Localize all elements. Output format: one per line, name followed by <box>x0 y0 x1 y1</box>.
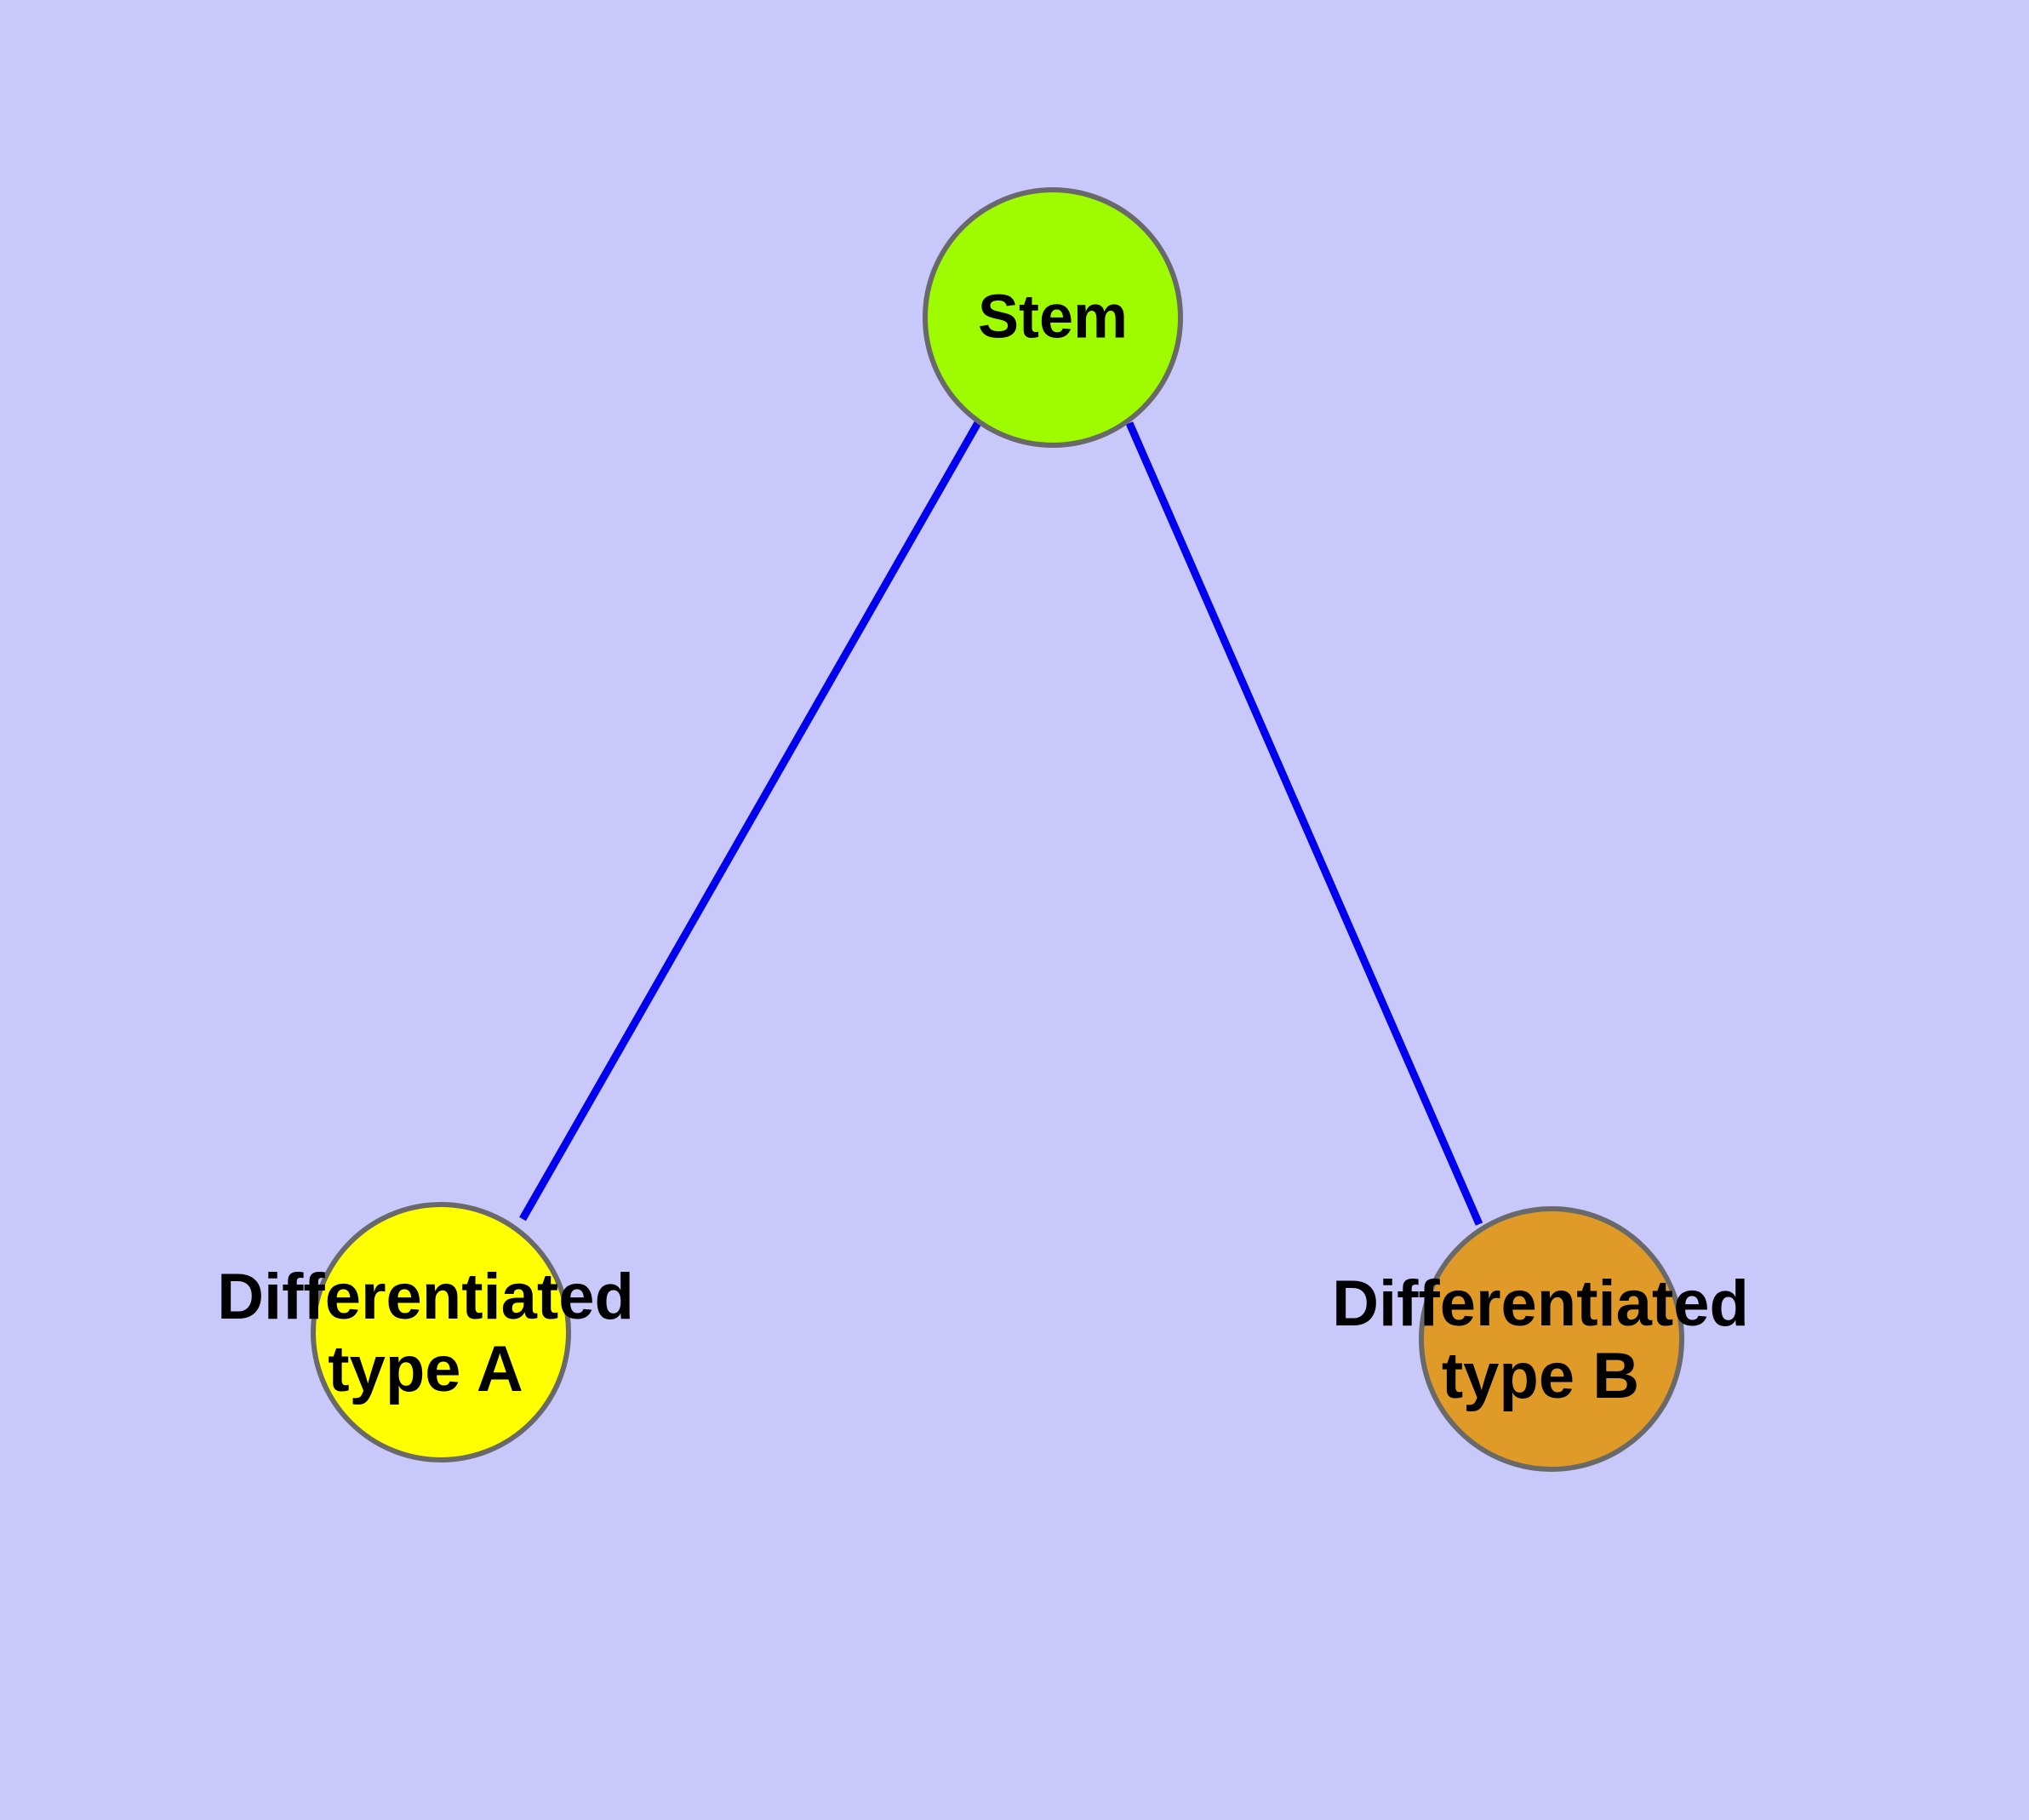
edge-stem-to-type-b[interactable] <box>1125 421 1483 1226</box>
edge-stem-to-type-a[interactable] <box>519 419 982 1222</box>
node-stem[interactable] <box>923 187 1183 448</box>
edge-layer <box>519 419 1483 1226</box>
node-differentiated-type-a[interactable] <box>311 1202 571 1462</box>
node-differentiated-type-b[interactable] <box>1419 1206 1684 1472</box>
node-layer <box>311 187 1684 1472</box>
